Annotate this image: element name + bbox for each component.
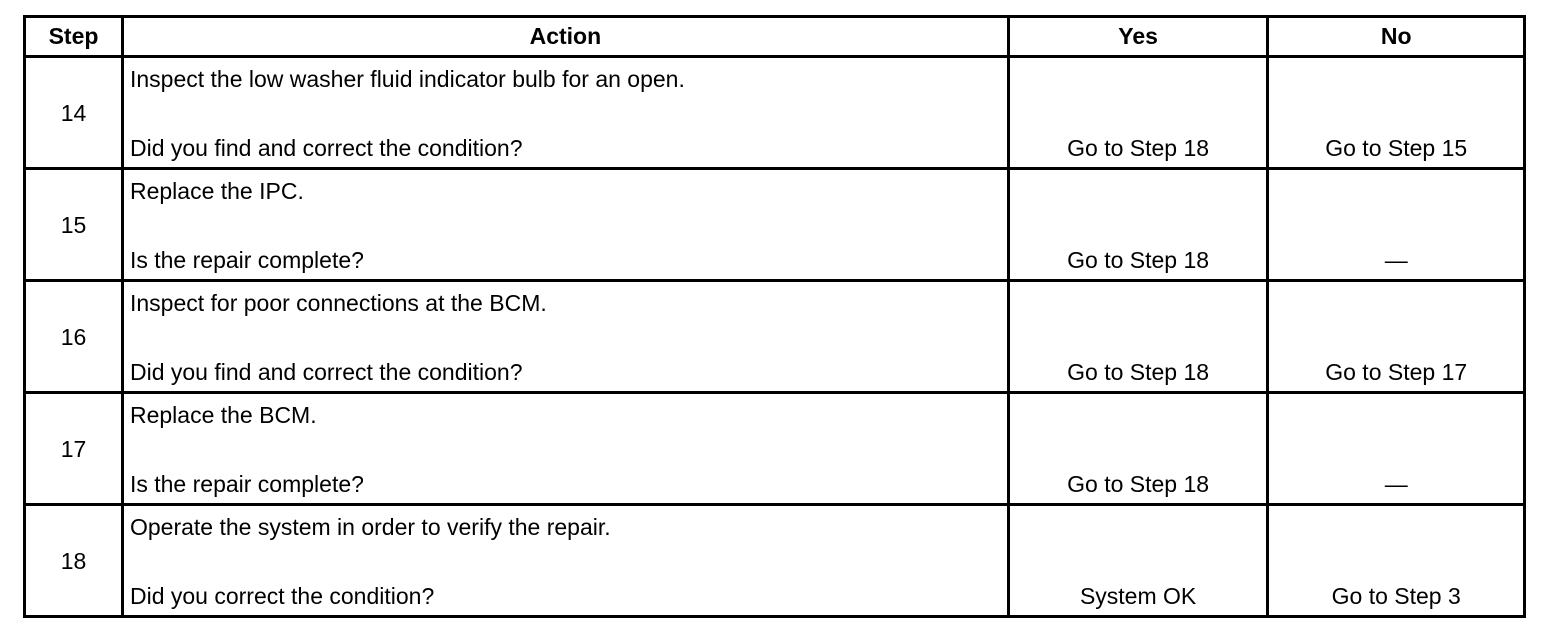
action-instruction: Replace the IPC. bbox=[129, 178, 304, 204]
no-result: Go to Step 15 bbox=[1266, 55, 1526, 170]
action-cell: Operate the system in order to verify th… bbox=[120, 503, 1010, 618]
table-row: 18 Operate the system in order to verify… bbox=[23, 503, 1526, 618]
header-row: Step Action Yes No bbox=[23, 15, 1526, 58]
table-row: 17 Replace the BCM. Is the repair comple… bbox=[23, 391, 1526, 506]
diagnostic-table: Step Action Yes No 14 Inspect the low wa… bbox=[23, 15, 1526, 618]
yes-result: Go to Step 18 bbox=[1006, 167, 1270, 282]
step-number: 15 bbox=[23, 167, 124, 282]
yes-result: Go to Step 18 bbox=[1006, 55, 1270, 170]
action-question: Did you find and correct the condition? bbox=[129, 359, 523, 385]
table-row: 16 Inspect for poor connections at the B… bbox=[23, 279, 1526, 394]
table-body: 14 Inspect the low washer fluid indicato… bbox=[23, 55, 1526, 618]
action-question: Did you find and correct the condition? bbox=[129, 135, 523, 161]
action-instruction: Replace the BCM. bbox=[129, 402, 317, 428]
no-result: Go to Step 3 bbox=[1266, 503, 1526, 618]
no-result: — bbox=[1266, 167, 1526, 282]
header-no: No bbox=[1266, 15, 1526, 58]
step-number: 17 bbox=[23, 391, 124, 506]
step-number: 18 bbox=[23, 503, 124, 618]
yes-result: System OK bbox=[1006, 503, 1270, 618]
table-row: 15 Replace the IPC. Is the repair comple… bbox=[23, 167, 1526, 282]
action-cell: Replace the BCM. Is the repair complete? bbox=[120, 391, 1010, 506]
yes-result: Go to Step 18 bbox=[1006, 279, 1270, 394]
action-question: Is the repair complete? bbox=[129, 247, 364, 273]
action-cell: Inspect for poor connections at the BCM.… bbox=[120, 279, 1010, 394]
action-cell: Inspect the low washer fluid indicator b… bbox=[120, 55, 1010, 170]
header-yes: Yes bbox=[1006, 15, 1270, 58]
action-instruction: Inspect for poor connections at the BCM. bbox=[129, 290, 547, 316]
action-question: Is the repair complete? bbox=[129, 471, 364, 497]
header-step: Step bbox=[23, 15, 124, 58]
table-row: 14 Inspect the low washer fluid indicato… bbox=[23, 55, 1526, 170]
no-result: — bbox=[1266, 391, 1526, 506]
yes-result: Go to Step 18 bbox=[1006, 391, 1270, 506]
action-question: Did you correct the condition? bbox=[129, 583, 435, 609]
action-cell: Replace the IPC. Is the repair complete? bbox=[120, 167, 1010, 282]
action-instruction: Inspect the low washer fluid indicator b… bbox=[129, 66, 685, 92]
step-number: 16 bbox=[23, 279, 124, 394]
step-number: 14 bbox=[23, 55, 124, 170]
action-instruction: Operate the system in order to verify th… bbox=[129, 514, 611, 540]
no-result: Go to Step 17 bbox=[1266, 279, 1526, 394]
table-header: Step Action Yes No bbox=[23, 15, 1526, 58]
header-action: Action bbox=[120, 15, 1010, 58]
